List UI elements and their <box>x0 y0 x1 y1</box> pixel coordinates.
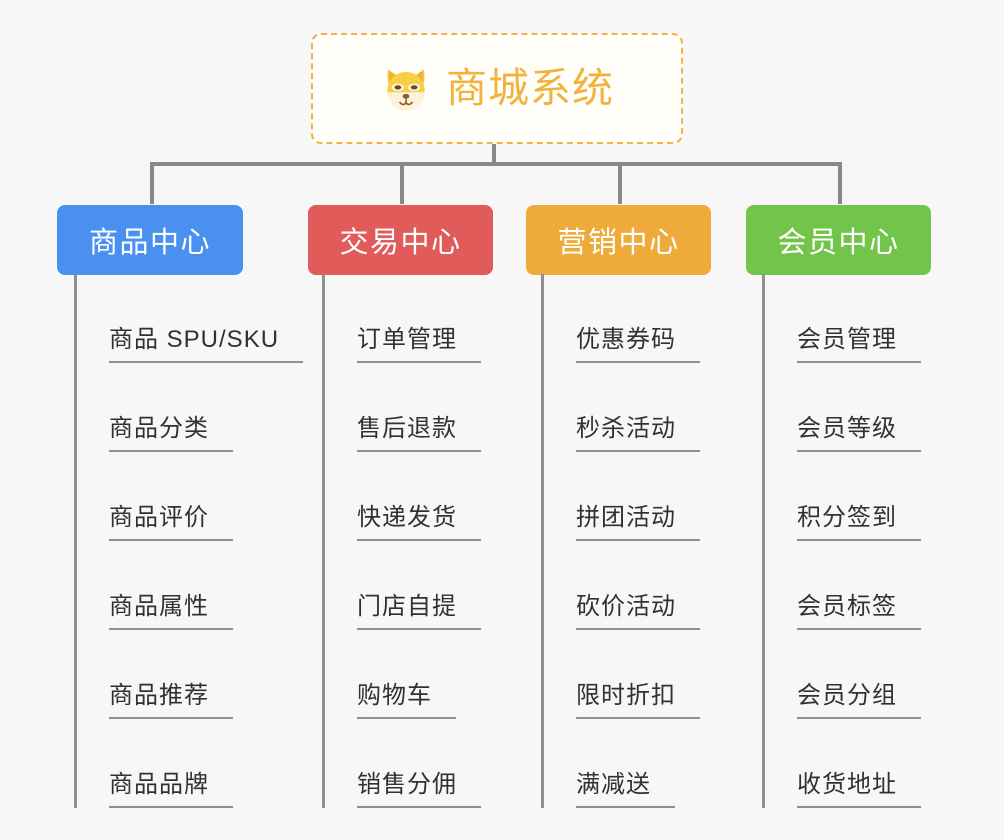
category-box-4[interactable]: 会员中心 <box>746 205 931 275</box>
category-label: 商品中心 <box>88 227 211 259</box>
list-item[interactable]: 秒杀活动 <box>544 363 700 452</box>
list-item[interactable]: 积分签到 <box>765 452 921 541</box>
list-item[interactable]: 会员标签 <box>765 541 921 630</box>
dog-face-icon <box>387 69 425 111</box>
list-item[interactable]: 商品品牌 <box>77 719 303 808</box>
list-item-label: 销售分佣 <box>357 773 481 808</box>
category-box-2[interactable]: 交易中心 <box>308 205 493 275</box>
list-item[interactable]: 快递发货 <box>325 452 481 541</box>
list-item-label: 商品属性 <box>109 595 233 630</box>
list-item[interactable]: 优惠券码 <box>544 274 700 363</box>
list-item-label: 商品品牌 <box>109 773 233 808</box>
list-item-label: 商品评价 <box>109 506 233 541</box>
category-box-1[interactable]: 商品中心 <box>57 205 243 275</box>
list-item[interactable]: 商品分类 <box>77 363 303 452</box>
list-item-label: 会员标签 <box>797 595 921 630</box>
list-item-label: 秒杀活动 <box>576 417 700 452</box>
connector-drop-3 <box>618 162 622 204</box>
list-item-label: 快递发货 <box>357 506 481 541</box>
column-spine <box>541 274 544 808</box>
category-box-3[interactable]: 营销中心 <box>526 205 711 275</box>
connector-bar <box>150 162 842 166</box>
list-item[interactable]: 砍价活动 <box>544 541 700 630</box>
list-item[interactable]: 订单管理 <box>325 274 481 363</box>
list-item-label: 优惠券码 <box>576 328 700 363</box>
list-item-label: 会员等级 <box>797 417 921 452</box>
leaf-column-4: 会员管理 会员等级 积分签到 会员标签 会员分组 收货地址 <box>762 274 921 808</box>
root-node[interactable]: 商城系统 <box>311 33 683 144</box>
list-item-label: 门店自提 <box>357 595 481 630</box>
list-item[interactable]: 会员管理 <box>765 274 921 363</box>
list-item[interactable]: 限时折扣 <box>544 630 700 719</box>
list-item[interactable]: 销售分佣 <box>325 719 481 808</box>
column-spine <box>762 274 765 808</box>
list-item[interactable]: 商品 SPU/SKU <box>77 274 304 363</box>
leaf-column-1: 商品 SPU/SKU 商品分类 商品评价 商品属性 商品推荐 商品品牌 <box>74 274 304 808</box>
list-item-label: 商品分类 <box>109 417 233 452</box>
list-item[interactable]: 商品推荐 <box>77 630 303 719</box>
leaf-column-3: 优惠券码 秒杀活动 拼团活动 砍价活动 限时折扣 满减送 <box>541 274 700 808</box>
list-item-label: 商品 SPU/SKU <box>109 328 304 363</box>
list-item-label: 会员管理 <box>797 328 921 363</box>
list-item-label: 收货地址 <box>797 773 921 808</box>
list-item-label: 积分签到 <box>797 506 921 541</box>
list-item[interactable]: 会员等级 <box>765 363 921 452</box>
connector-trunk <box>492 144 496 164</box>
list-item-label: 限时折扣 <box>576 684 700 719</box>
list-item[interactable]: 收货地址 <box>765 719 921 808</box>
list-item[interactable]: 购物车 <box>325 630 481 719</box>
list-item-label: 购物车 <box>357 684 456 719</box>
list-item-label: 满减送 <box>576 773 675 808</box>
list-item[interactable]: 商品评价 <box>77 452 303 541</box>
column-spine <box>74 274 77 808</box>
list-item[interactable]: 拼团活动 <box>544 452 700 541</box>
list-item-label: 售后退款 <box>357 417 481 452</box>
category-label: 会员中心 <box>777 227 900 259</box>
list-item-label: 砍价活动 <box>576 595 700 630</box>
category-label: 营销中心 <box>557 227 680 259</box>
category-label: 交易中心 <box>339 227 462 259</box>
list-item-label: 订单管理 <box>357 328 481 363</box>
list-item[interactable]: 售后退款 <box>325 363 481 452</box>
leaf-column-2: 订单管理 售后退款 快递发货 门店自提 购物车 销售分佣 <box>322 274 481 808</box>
root-title: 商城系统 <box>446 65 614 111</box>
list-item[interactable]: 满减送 <box>544 719 700 808</box>
list-item[interactable]: 商品属性 <box>77 541 303 630</box>
list-item[interactable]: 门店自提 <box>325 541 481 630</box>
list-item[interactable]: 会员分组 <box>765 630 921 719</box>
column-spine <box>322 274 325 808</box>
connector-drop-2 <box>400 162 404 204</box>
connector-drop-4 <box>838 162 842 204</box>
list-item-label: 会员分组 <box>797 684 921 719</box>
list-item-label: 拼团活动 <box>576 506 700 541</box>
list-item-label: 商品推荐 <box>109 684 233 719</box>
connector-drop-1 <box>150 162 154 204</box>
